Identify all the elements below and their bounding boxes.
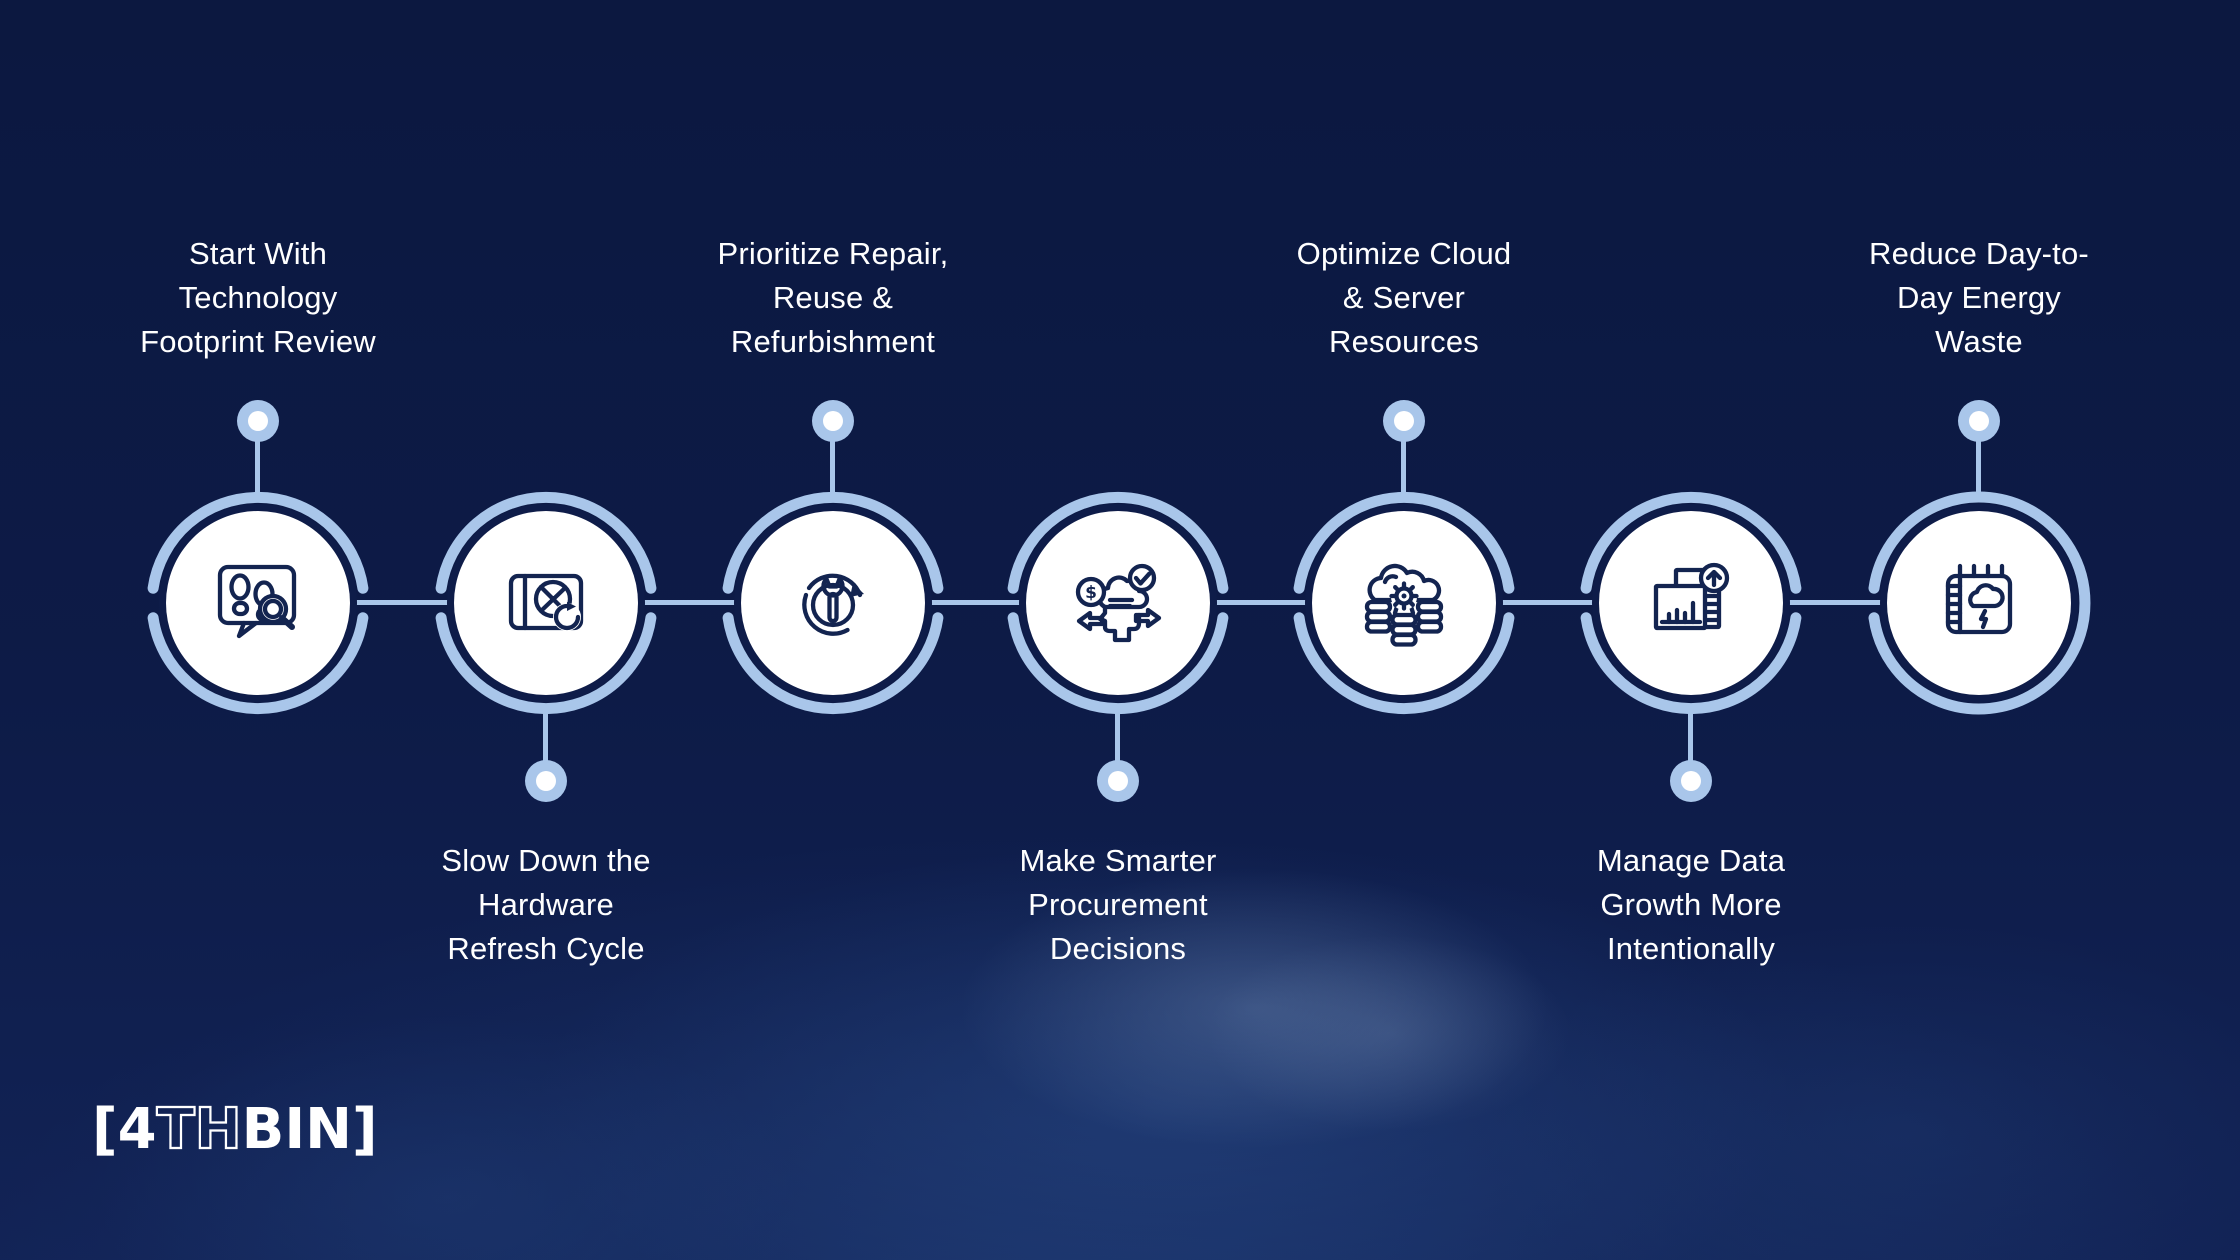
step-label: Prioritize Repair, Reuse & Refurbishment [717,236,949,359]
step-circle [435,491,657,715]
connector-line [1976,421,1981,495]
step-label: Reduce Day-to- Day Energy Waste [1869,236,2089,359]
step-label: Start With Technology Footprint Review [140,236,376,359]
step-circle [1293,491,1515,715]
step-circle [147,491,369,715]
connector-node-center [1394,411,1414,431]
step-circle [1868,491,2091,715]
hard-drive-refresh-icon [508,573,584,631]
connector-node-center [536,771,556,791]
connector-line [830,421,835,495]
decision-head-icon: $ [1075,563,1162,643]
svg-text:$: $ [1085,583,1097,603]
connector-node-center [1108,771,1128,791]
connector-line [1401,421,1406,495]
logo-close-bracket: ] [352,1097,378,1162]
connector-line [1688,710,1693,783]
step-circle [722,491,944,715]
step-footprint-review: Start With Technology Footprint Review [88,0,428,1260]
step-hardware-refresh: Slow Down the Hardware Refresh Cycle [376,0,716,1260]
logo-th-outline: TH [155,1097,242,1162]
data-growth-icon [1653,562,1730,631]
step-data-growth: Manage Data Growth More Intentionally [1521,0,1861,1260]
connector-node-center [823,411,843,431]
connector-node [525,760,567,802]
step-label: Make Smarter Procurement Decisions [1019,843,1217,966]
connector-line [255,421,260,495]
connector-node [237,400,279,442]
energy-calendar-icon [1945,563,2013,635]
connector-node-center [248,411,268,431]
connector-line [543,710,548,783]
connector-node-center [1969,411,1989,431]
logo-open-bracket: [ [92,1097,118,1162]
step-cloud-server: Optimize Cloud & Server Resources [1234,0,1574,1260]
step-label: Slow Down the Hardware Refresh Cycle [441,843,651,966]
wrench-recycle-icon [802,573,864,636]
brand-logo: [4THBIN] [92,1100,378,1158]
connector-node [1670,760,1712,802]
cloud-server-icon [1364,563,1444,647]
connector-node-center [1681,771,1701,791]
step-procurement: Make Smarter Procurement Decisions $ [948,0,1288,1260]
step-repair-reuse: Prioritize Repair, Reuse & Refurbishment [663,0,1003,1260]
step-circle: $ [1007,491,1229,715]
logo-bin: BIN [241,1097,353,1162]
connector-node [1958,400,2000,442]
connector-node [1097,760,1139,802]
connector-node [812,400,854,442]
step-label: Manage Data Growth More Intentionally [1596,843,1786,966]
connector-node [1383,400,1425,442]
footprint-search-icon [217,564,297,639]
step-circle [1580,491,1802,715]
logo-four: 4 [117,1097,157,1162]
step-energy-waste: Reduce Day-to- Day Energy Waste [1809,0,2149,1260]
connector-line [1115,710,1120,783]
step-label: Optimize Cloud & Server Resources [1296,236,1512,359]
